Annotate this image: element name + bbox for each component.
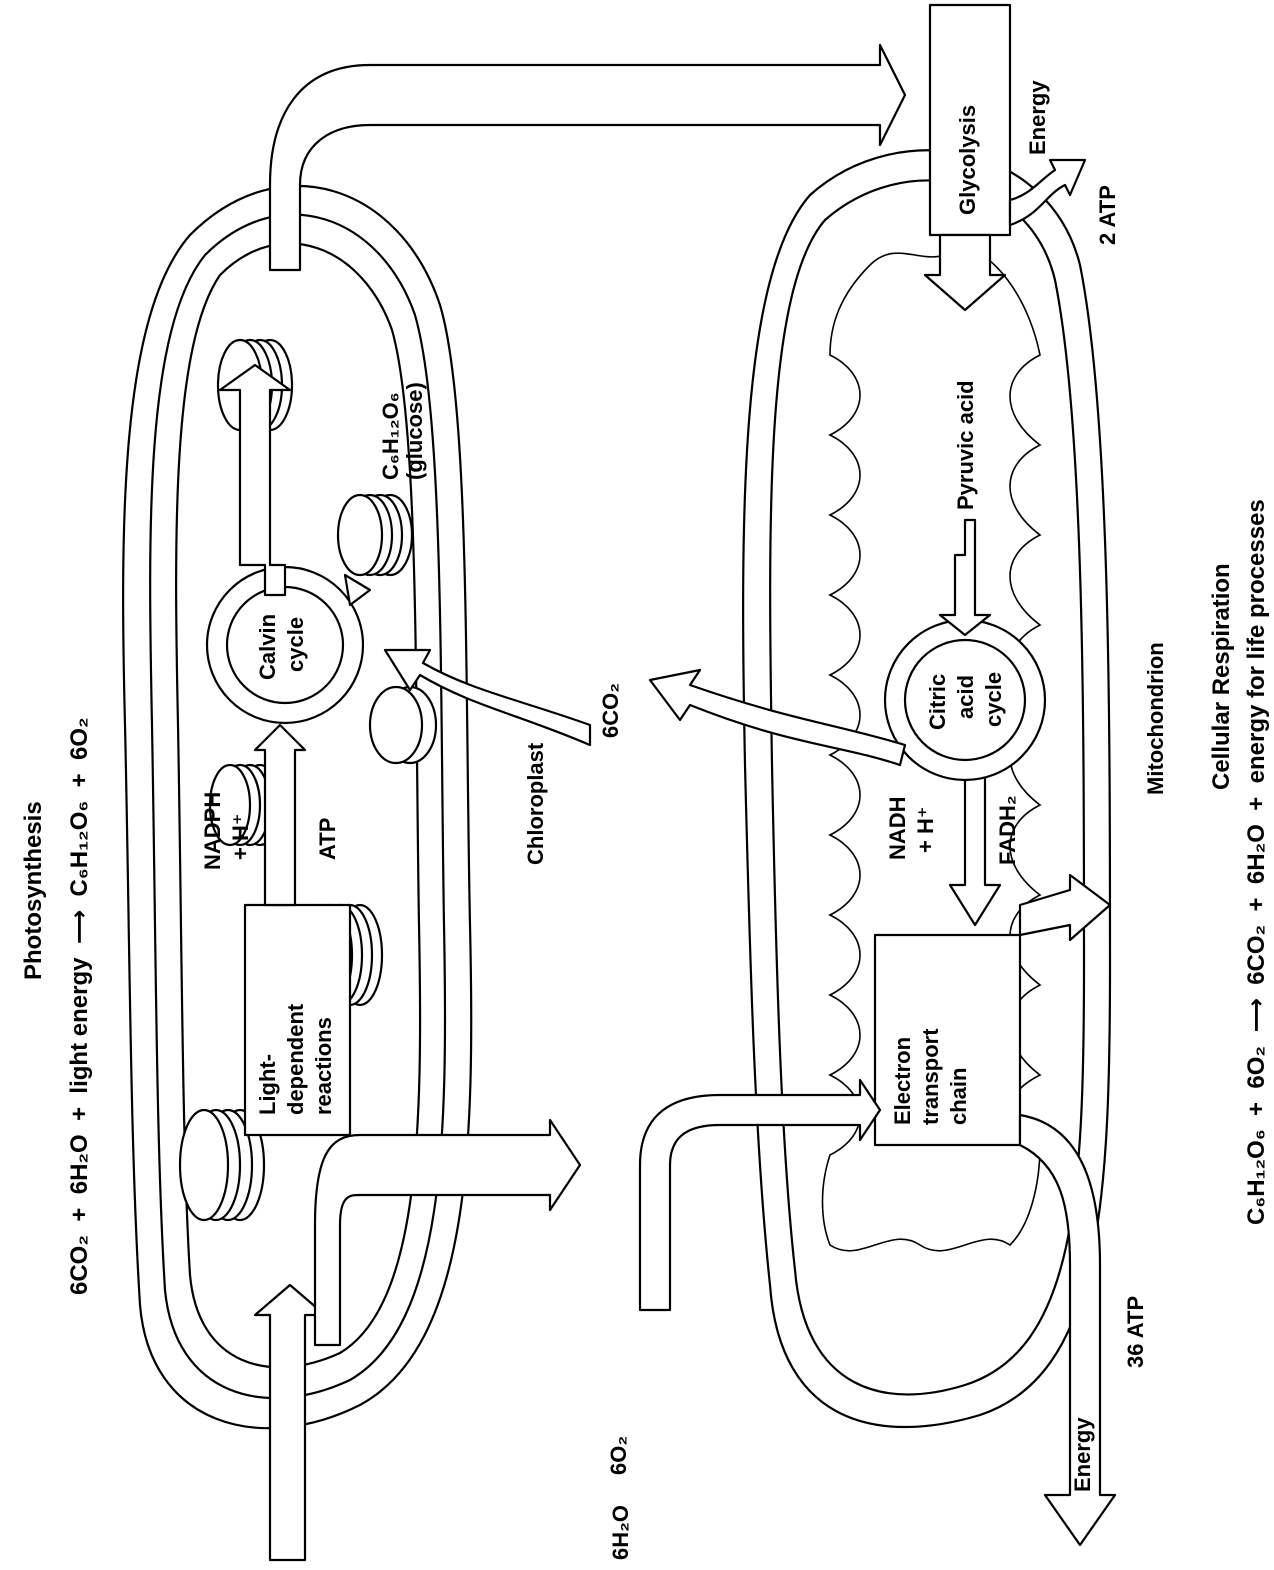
ps-product-glucose: C₆H₁₂O₆ (66, 801, 93, 897)
etc-energy-label: Energy (1072, 1417, 1094, 1492)
ps-product-oxygen: 6O₂ (66, 717, 93, 760)
cr-product-energy: energy for life processes (1243, 499, 1270, 783)
pyruvic-into-cycle-arrow (940, 520, 990, 635)
citric-cycle-label-1: Citric (925, 674, 950, 730)
cr-reactant-glucose: C₆H₁₂O₆ (1243, 1129, 1270, 1225)
chloroplast: Light- dependent reactions NADPH + H⁺ AT… (123, 186, 590, 1560)
respiration-equation: C₆H₁₂O₆ + 6O₂ ⟶ 6CO₂ + 6H₂O + energy for… (1245, 499, 1269, 1225)
calvin-cycle-label-1: Calvin (255, 614, 280, 680)
nadph-h-label: + H⁺ (228, 814, 253, 860)
glucose-name: (glucose) (404, 382, 426, 480)
ps-reactant-water: 6H₂O (66, 1134, 93, 1194)
glucose-label: C₆H₁₂O₆ (glucose) (380, 382, 426, 480)
citric-cycle-label-2: acid (953, 675, 978, 719)
light-reactions-label-1: Light- (255, 1054, 280, 1115)
photosynthesis-title: Photosynthesis (22, 801, 46, 980)
light-reactions-label-2: dependent (283, 1003, 308, 1115)
cr-product-co2: 6CO₂ (1243, 925, 1270, 985)
ps-reactant-light: light energy (66, 958, 93, 1094)
mitochondrion-label: Mitochondrion (1145, 642, 1167, 795)
etc-atp-label: 36 ATP (1125, 1296, 1147, 1368)
pyruvic-acid-label: Pyruvic acid (955, 380, 977, 510)
glycolysis-label: Glycolysis (955, 105, 980, 215)
light-reactions-label-3: reactions (311, 1017, 336, 1115)
co2-input-label: 6CO₂ (600, 683, 622, 738)
co2-out-arrow (650, 670, 905, 765)
nadh-label: NADH (885, 796, 910, 860)
ps-reactant-co2: 6CO₂ (66, 1235, 93, 1295)
glucose-formula: C₆H₁₂O₆ (380, 382, 402, 480)
glycolysis-atp-arrow (1010, 160, 1085, 225)
glycolysis-to-pyruvic-arrow (925, 235, 1005, 310)
fadh2-label: FADH₂ (995, 795, 1020, 865)
nadph-label: NADPH (200, 792, 225, 870)
photosynthesis-equation: 6CO₂ + 6H₂O + light energy ⟶ C₆H₁₂O₆ + 6… (68, 717, 92, 1295)
etc-label-3: chain (946, 1068, 971, 1125)
respiration-title: Cellular Respiration (1210, 563, 1234, 790)
etc-atp-arrow (1020, 875, 1110, 940)
cr-reactant-oxygen: 6O₂ (1243, 1046, 1270, 1089)
glucose-transport-arrow (270, 45, 905, 270)
mitochondrion: Electron transport chain NADH + H⁺ FADH₂… (270, 5, 1120, 1545)
oxygen-output-label: 6O₂ (608, 1436, 630, 1475)
citric-cycle-label-3: cycle (981, 672, 1006, 727)
atp-label-chloroplast: ATP (315, 818, 340, 860)
nadh-h-label: + H⁺ (913, 807, 938, 853)
nadh-fadh2-arrow (950, 770, 1000, 925)
chloroplast-label: Chloroplast (525, 743, 547, 865)
water-input-label: 6H₂O (610, 1505, 632, 1560)
etc-label-1: Electron (890, 1037, 915, 1125)
oxygen-out-arrow (315, 1120, 580, 1345)
cr-yields-arrow: ⟶ (1243, 991, 1270, 1039)
oxygen-into-etc-arrow (640, 1080, 880, 1310)
etc-label-2: transport (918, 1028, 943, 1125)
ps-yields-arrow: ⟶ (66, 903, 93, 951)
glycolysis-atp-label: 2 ATP (1095, 185, 1120, 245)
calvin-cycle-label-2: cycle (283, 617, 308, 672)
glycolysis-energy-label: Energy (1025, 80, 1050, 155)
cr-product-water: 6H₂O (1243, 824, 1270, 884)
